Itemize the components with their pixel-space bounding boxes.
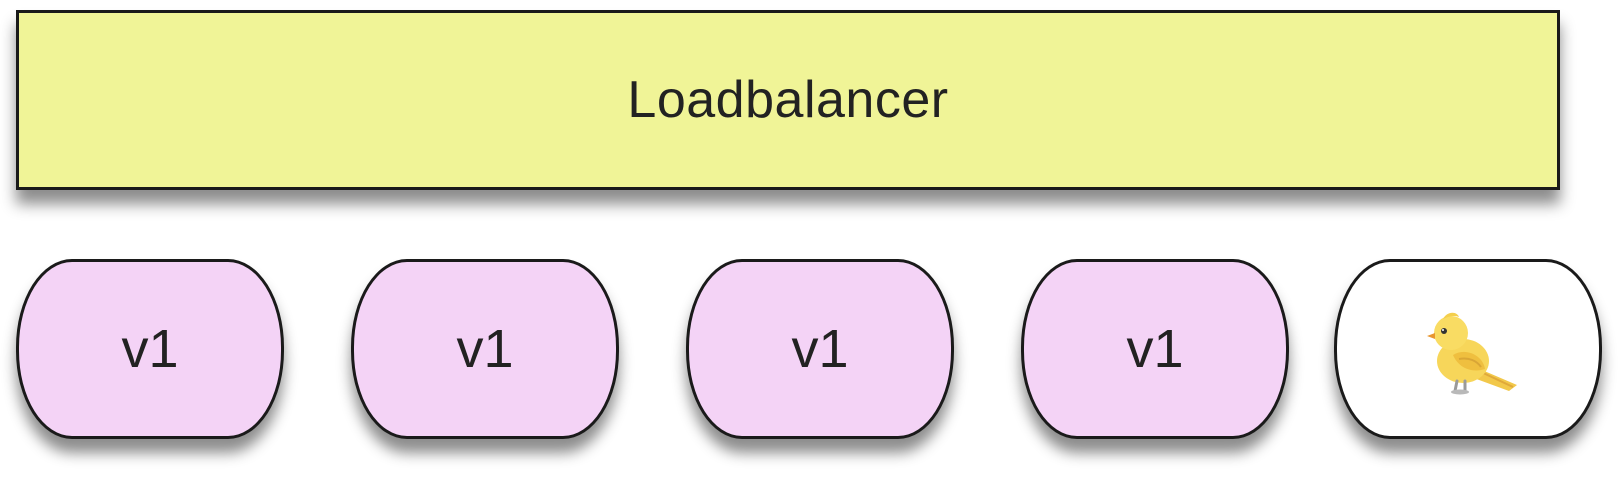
server-node-label: v1 [121,319,179,379]
server-node-v1: v1 [351,259,619,439]
server-node-v1: v1 [1021,259,1289,439]
server-nodes-row: v1 v1 v1 v1 [16,259,1606,439]
server-node-label: v1 [1126,319,1184,379]
server-node-v1: v1 [686,259,954,439]
server-node-label: v1 [456,319,514,379]
loadbalancer-label: Loadbalancer [627,71,949,129]
server-node-label: v1 [791,319,849,379]
canary-bird-icon [1427,312,1517,395]
loadbalancer-box: Loadbalancer [16,10,1560,190]
server-node-v1: v1 [16,259,284,439]
server-node-canary [1334,259,1602,439]
